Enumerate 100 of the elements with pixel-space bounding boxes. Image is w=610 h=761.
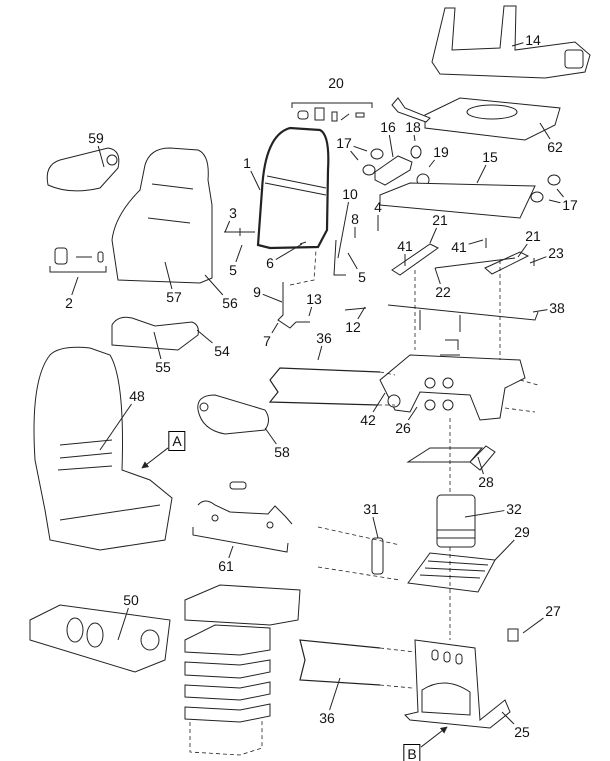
leader-line xyxy=(308,306,312,316)
callout-number: 10 xyxy=(342,187,358,201)
leader-line xyxy=(408,406,418,420)
callout-number: 27 xyxy=(545,604,561,618)
callout-number: 36 xyxy=(319,711,335,725)
leader-line xyxy=(532,309,548,312)
callout-number: 21 xyxy=(525,229,541,243)
callout-number: 4 xyxy=(374,200,382,214)
leader-line xyxy=(275,244,302,260)
callout-number: 9 xyxy=(253,285,261,299)
leader-line xyxy=(235,244,242,262)
leader-line xyxy=(372,392,386,412)
callout-number: 21 xyxy=(432,213,448,227)
leader-line xyxy=(353,146,368,152)
callout-number: 56 xyxy=(222,296,238,310)
leader-line xyxy=(357,306,366,320)
callout-number: 20 xyxy=(328,76,344,90)
leader-line xyxy=(329,678,340,710)
leader-line xyxy=(522,618,544,634)
callout-number: 16 xyxy=(380,120,396,134)
callout-number: 13 xyxy=(306,292,322,306)
leader-line xyxy=(164,262,172,290)
callout-number: 18 xyxy=(405,120,421,134)
leader-line xyxy=(548,200,561,204)
callout-number: 62 xyxy=(547,140,563,154)
callout-number: 57 xyxy=(166,290,182,304)
leader-line xyxy=(348,252,358,270)
leader-line xyxy=(264,428,277,444)
leader-line xyxy=(271,322,278,334)
arrow xyxy=(141,447,168,468)
leader-line xyxy=(196,330,213,344)
leader-line xyxy=(434,268,441,284)
callout-number: 41 xyxy=(451,240,467,254)
leader-line xyxy=(318,346,322,360)
callout-number: 25 xyxy=(514,725,530,739)
callout-number: 14 xyxy=(525,33,541,47)
leader-line xyxy=(464,510,505,518)
callout-number: 28 xyxy=(478,475,494,489)
leader-line xyxy=(204,274,224,296)
callout-number: 8 xyxy=(351,212,359,226)
leader-line xyxy=(478,456,484,474)
view-marker: A xyxy=(168,431,186,451)
leader-line xyxy=(540,122,550,140)
callout-number: 29 xyxy=(514,525,530,539)
leader-line xyxy=(414,134,416,142)
callout-number: 2 xyxy=(65,296,73,310)
leader-line xyxy=(518,244,528,258)
callout-number: 23 xyxy=(548,246,564,260)
callout-number: 6 xyxy=(266,256,274,270)
leader-line xyxy=(404,254,406,266)
callout-number: 12 xyxy=(345,320,361,334)
leader-line xyxy=(224,220,230,232)
callout-number: 15 xyxy=(482,150,498,164)
callout-number: 5 xyxy=(358,270,366,284)
callout-number: 19 xyxy=(433,145,449,159)
callout-number: 32 xyxy=(506,502,522,516)
callout-number: 31 xyxy=(363,502,379,516)
callout-number: 58 xyxy=(274,445,290,459)
leader-line xyxy=(71,276,78,296)
callout-number: 17 xyxy=(562,198,578,212)
leader-line xyxy=(530,256,547,264)
callout-number: 38 xyxy=(549,301,565,315)
view-marker: B xyxy=(403,744,421,761)
leader-line xyxy=(118,608,129,640)
leader-line xyxy=(502,712,514,724)
callout-number: 41 xyxy=(397,239,413,253)
callout-number: 48 xyxy=(129,389,145,403)
callout-number: 42 xyxy=(360,413,376,427)
leader-line xyxy=(430,228,438,244)
leader-line xyxy=(154,332,162,360)
callout-number: 36 xyxy=(316,331,332,345)
callout-number: 5 xyxy=(229,263,237,277)
leader-line xyxy=(262,294,282,302)
leader-line xyxy=(354,226,356,238)
leader-line xyxy=(338,202,349,258)
callout-number: 61 xyxy=(218,559,234,573)
leader-line xyxy=(512,42,524,46)
callout-number: 22 xyxy=(435,285,451,299)
leader-line xyxy=(468,240,484,245)
callout-number: 50 xyxy=(123,593,139,607)
leader-line xyxy=(388,134,394,158)
leader-line xyxy=(228,546,234,558)
callout-number: 26 xyxy=(395,421,411,435)
callout-number: 55 xyxy=(155,360,171,374)
leader-line xyxy=(556,188,564,198)
leader-line xyxy=(98,146,104,168)
leader-line xyxy=(350,150,358,160)
callout-number: 17 xyxy=(336,136,352,150)
callout-number: 7 xyxy=(263,334,271,348)
leader-line xyxy=(428,160,436,168)
leader-line xyxy=(250,170,260,190)
callout-number: 3 xyxy=(229,206,237,220)
leader-line xyxy=(494,540,515,560)
leader-line xyxy=(100,404,132,450)
callout-number: 59 xyxy=(88,131,104,145)
callout-number: 1 xyxy=(243,156,251,170)
callout-number: 54 xyxy=(214,344,230,358)
leader-line xyxy=(372,516,378,538)
leader-line xyxy=(476,164,486,184)
arrow xyxy=(420,726,448,748)
